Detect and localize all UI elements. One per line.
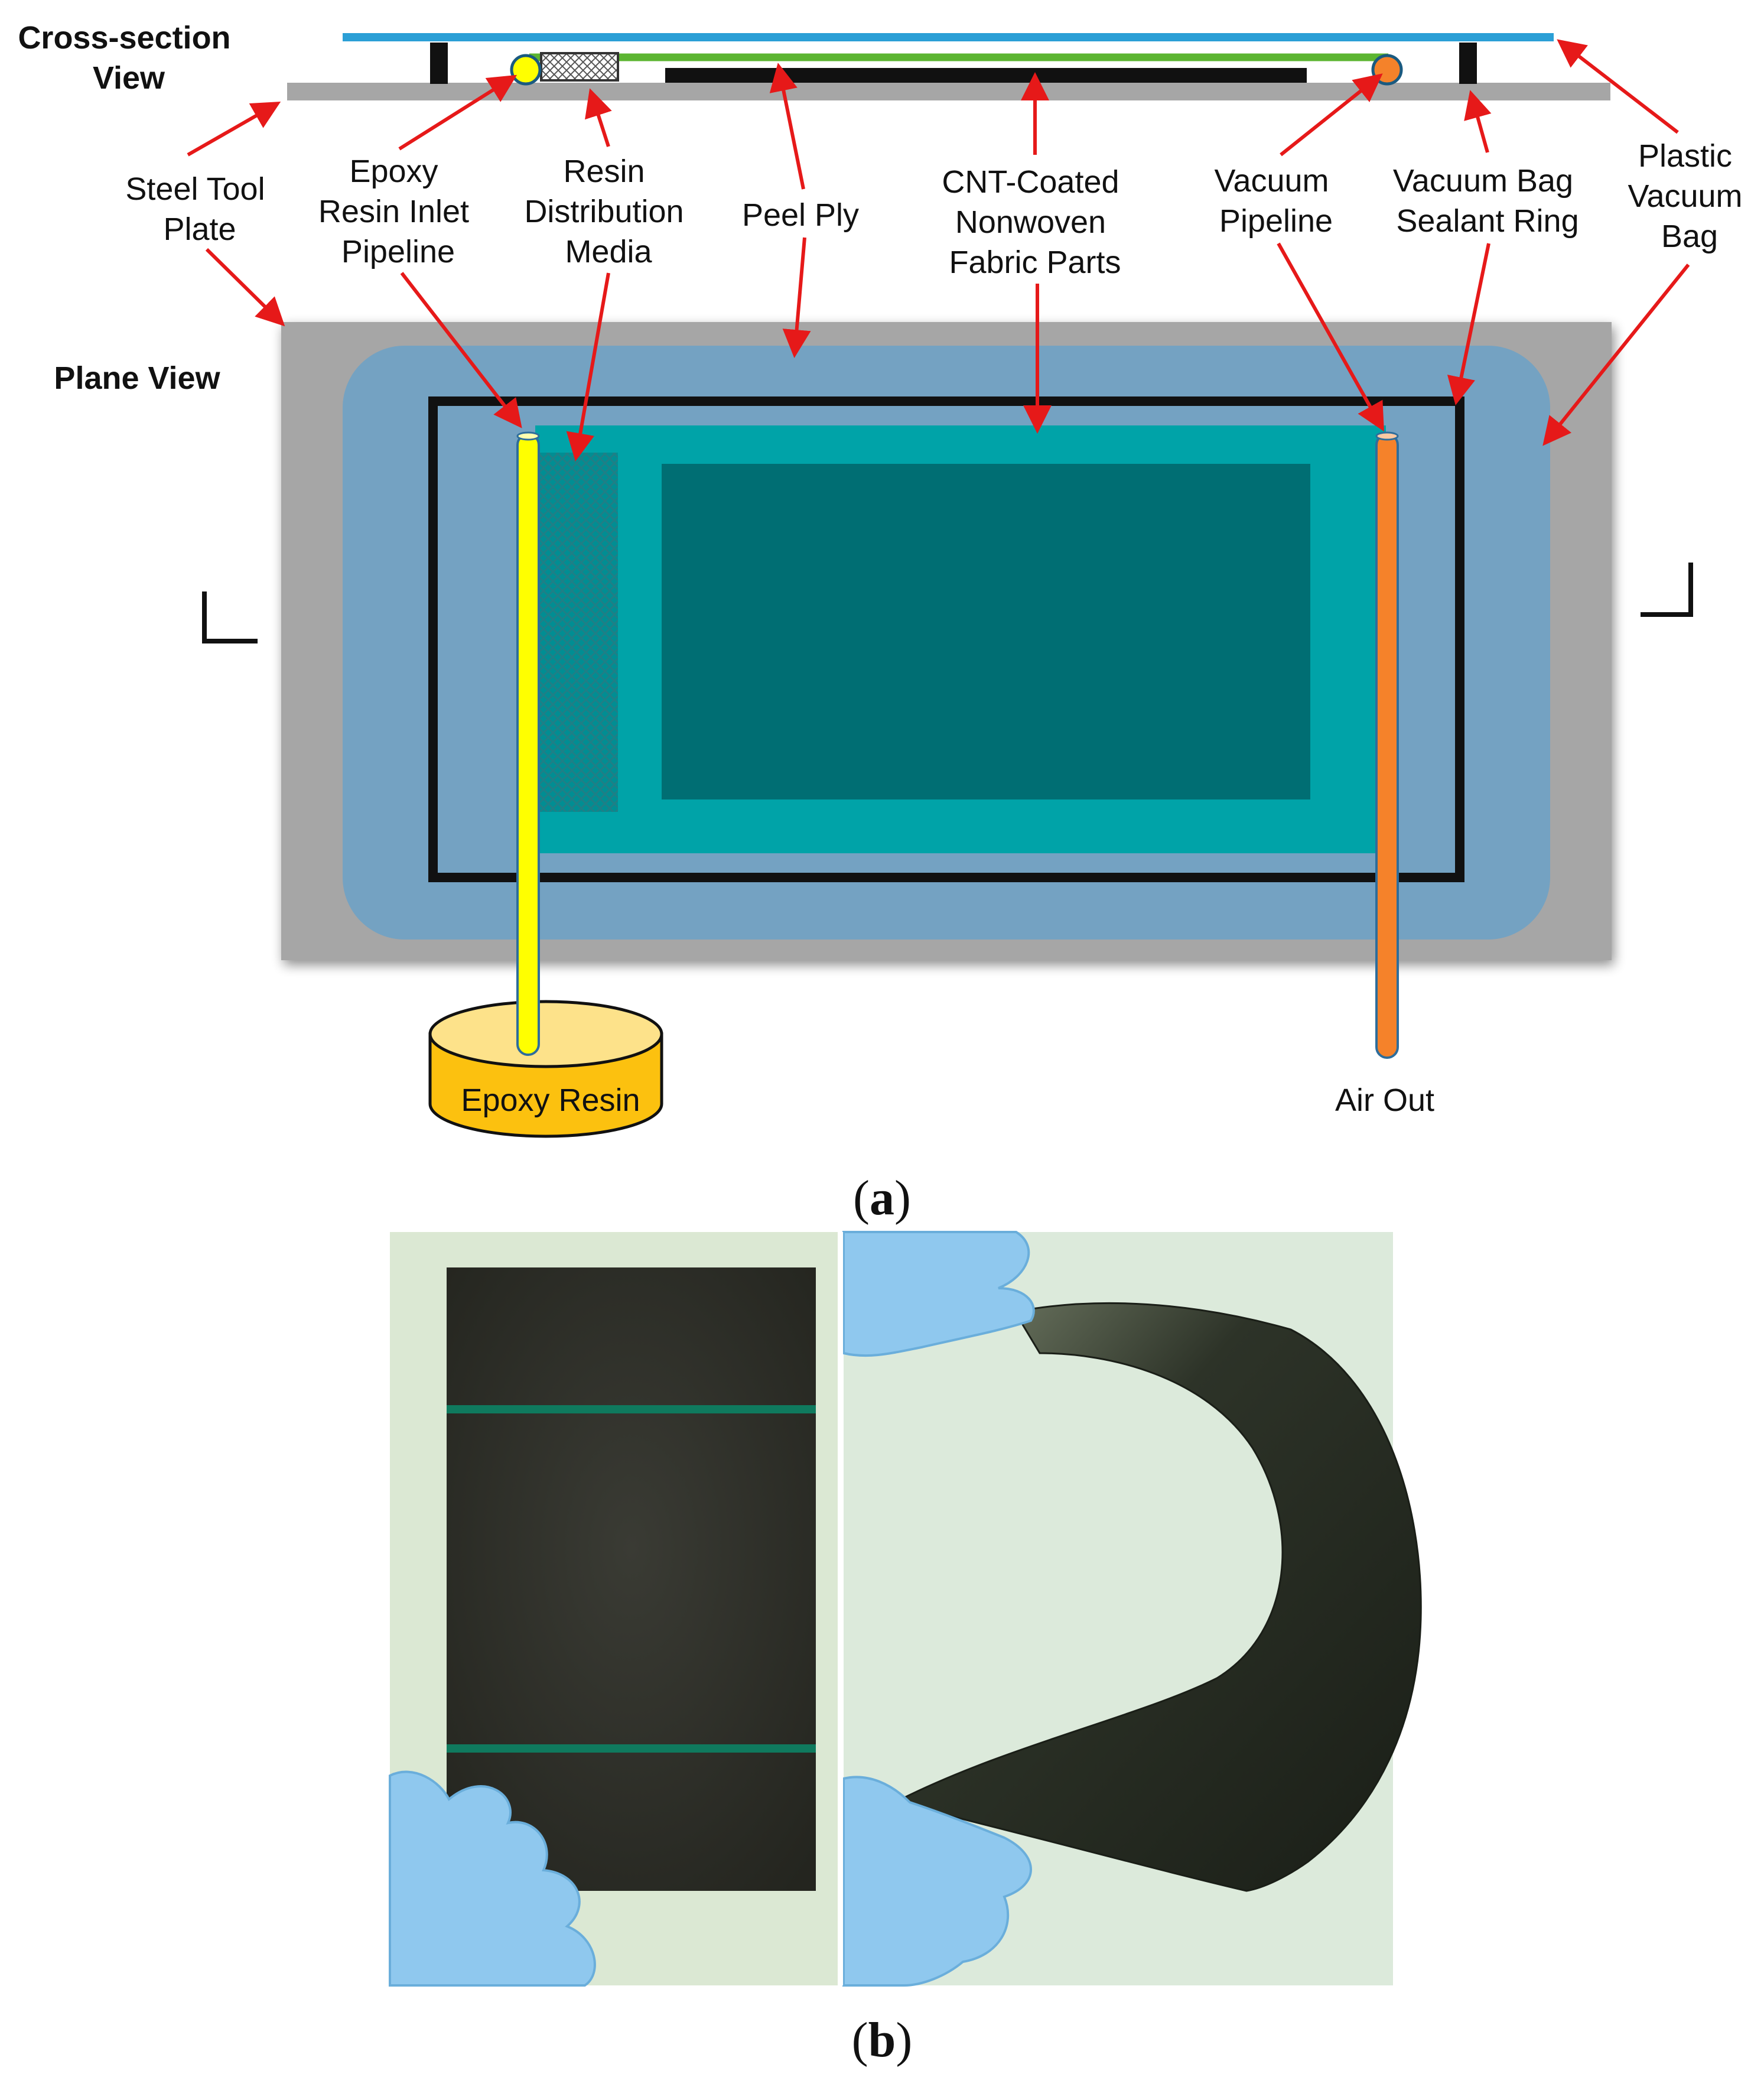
section-marker-left bbox=[202, 591, 258, 643]
photo-bent-sample bbox=[842, 1231, 1422, 1987]
steel-tool-plate-label: Steel Tool Plate bbox=[125, 171, 274, 247]
arrow-inlet-top bbox=[398, 74, 518, 151]
vacuum-pipe-opening bbox=[1375, 431, 1399, 441]
green-stripe-upper bbox=[447, 1405, 816, 1413]
glove-left bbox=[389, 1770, 596, 1987]
arrow-vacuum-bottom bbox=[1277, 242, 1384, 432]
arrow-sealant-top bbox=[1464, 90, 1492, 153]
air-out-label: Air Out bbox=[1335, 1083, 1434, 1118]
arrow-bag-bottom bbox=[1542, 264, 1690, 446]
epoxy-inlet-pipe bbox=[516, 433, 540, 1056]
vacuum-pipe bbox=[1375, 433, 1399, 1059]
sealant-ring-label: Vacuum Bag Sealant Ring bbox=[1393, 163, 1582, 239]
cnt-fabric-label: CNT-Coated Nonwoven Fabric Parts bbox=[942, 164, 1128, 280]
glove-right-top bbox=[842, 1231, 1035, 1357]
vacuum-bag-sealant-ring bbox=[428, 396, 1464, 882]
arrow-media-bottom bbox=[566, 272, 610, 461]
fabric-parts-section bbox=[665, 68, 1307, 83]
inlet-pipe-opening bbox=[516, 431, 540, 441]
arrow-steel-bottom bbox=[205, 248, 285, 327]
bent-sample-sheet bbox=[892, 1302, 1422, 1892]
caption-a: (a) bbox=[853, 1171, 911, 1226]
green-stripe-lower bbox=[447, 1744, 816, 1753]
arrow-media-top bbox=[585, 88, 612, 147]
sealant-ring-right-section bbox=[1459, 43, 1477, 84]
callout-labels: Steel Tool Plate Epoxy Resin Inlet Pipel… bbox=[125, 138, 1751, 280]
cross-section-title: Cross-section View bbox=[18, 20, 239, 96]
epoxy-resin-pot: Epoxy Resin bbox=[428, 1000, 663, 1138]
epoxy-resin-label: Epoxy Resin bbox=[461, 1083, 640, 1118]
arrow-peel-ply-top bbox=[769, 63, 805, 190]
arrow-inlet-bottom bbox=[400, 272, 522, 428]
vacuum-pipeline-label: Vacuum Pipeline bbox=[1214, 163, 1337, 239]
arrow-sealant-bottom bbox=[1447, 243, 1490, 405]
epoxy-inlet-pipe-section bbox=[510, 54, 542, 86]
resin-distribution-media bbox=[535, 453, 618, 812]
arrow-bag-top bbox=[1557, 39, 1679, 134]
fabric-inner bbox=[662, 464, 1310, 799]
plane-view-title: Plane View bbox=[54, 360, 220, 396]
resin-distribution-media-section bbox=[540, 52, 619, 82]
glove-right-bottom bbox=[842, 1776, 1032, 1987]
sealant-ring-left-section bbox=[430, 43, 448, 84]
peel-ply-label: Peel Ply bbox=[742, 197, 859, 233]
steel-tool-plate-section bbox=[287, 83, 1610, 100]
plastic-vacuum-bag-label: Plastic Vacuum Bag bbox=[1628, 138, 1751, 254]
resin-distribution-media-label: Resin Distribution Media bbox=[524, 154, 692, 269]
epoxy-inlet-label: Epoxy Resin Inlet Pipeline bbox=[318, 154, 478, 269]
photo-panel bbox=[389, 1231, 1422, 1987]
caption-b: (b) bbox=[852, 2013, 913, 2068]
arrow-vacuum-top bbox=[1280, 73, 1383, 157]
photo-flat-sample bbox=[389, 1232, 838, 1987]
arrow-peel-ply-bottom bbox=[782, 237, 811, 358]
callout-arrows bbox=[187, 39, 1690, 461]
section-marker-right bbox=[1641, 563, 1693, 617]
plane-view-diagram: Plane View Epoxy Resin Air Out bbox=[54, 322, 1693, 1138]
arrow-steel-top bbox=[187, 102, 281, 157]
cross-section-diagram: Cross-section View bbox=[18, 20, 1610, 100]
